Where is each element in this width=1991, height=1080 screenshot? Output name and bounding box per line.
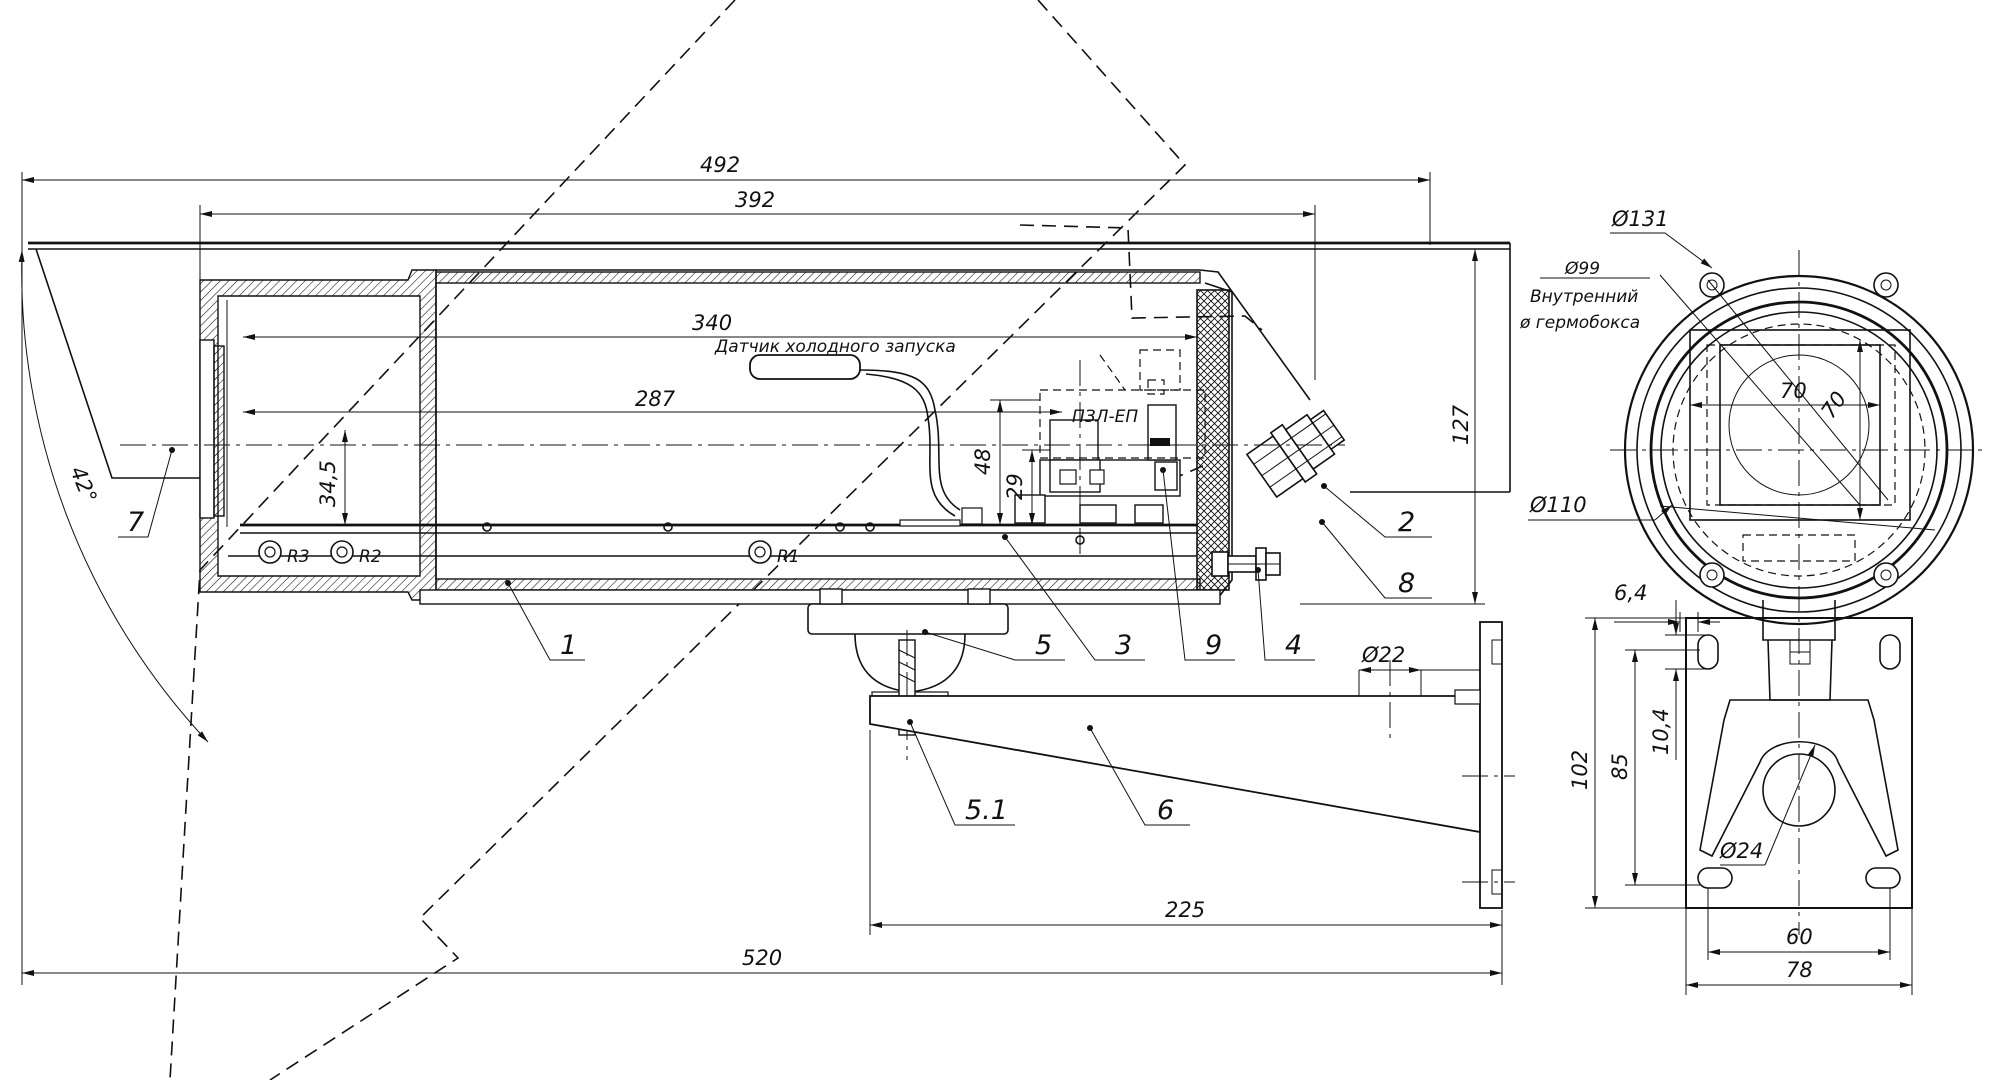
- dim-492: 492: [700, 153, 740, 177]
- tilt-angle-dimension: 42°: [18, 243, 209, 960]
- callouts: 7 1 5 3 9 4 2 8 5.1 6: [118, 447, 1432, 826]
- callout-5-1: 5.1: [965, 795, 1008, 826]
- cold-start-sensor-note: Датчик холодного запуска: [714, 337, 956, 357]
- dim-392: 392: [735, 188, 775, 212]
- pzl-module-note: ПЗЛ-ЕП: [1072, 407, 1138, 427]
- dim-d99: Ø99: [1564, 259, 1600, 279]
- cable-gland-bottom: [1211, 547, 1281, 581]
- center-lines: [120, 360, 1345, 560]
- callout-4: 4: [1285, 630, 1302, 661]
- dim-340: 340: [692, 311, 732, 335]
- dim-70-h: 70: [1780, 379, 1807, 403]
- resistor-r3: R3: [258, 540, 310, 567]
- dim-225: 225: [1165, 898, 1205, 922]
- front-view: Ø131 Ø99 Внутренний ø гермобокса Ø110 70…: [1519, 207, 1988, 935]
- angle-42-label: 42°: [65, 463, 101, 507]
- dim-78: 78: [1786, 958, 1813, 982]
- dim-85: 85: [1608, 753, 1632, 780]
- dim-48: 48: [971, 448, 995, 475]
- dim-d22: Ø22: [1361, 643, 1405, 667]
- callout-5: 5: [1035, 630, 1052, 661]
- callout-3: 3: [1115, 630, 1132, 661]
- dim-6-4: 6,4: [1614, 581, 1647, 605]
- dim-d110: Ø110: [1529, 493, 1587, 517]
- dim-29: 29: [1003, 473, 1027, 500]
- callout-2: 2: [1398, 507, 1415, 538]
- internal-electronics: R3 R2 R1: [258, 349, 1206, 567]
- dim-287: 287: [635, 387, 676, 411]
- front-screws: [1699, 272, 1899, 588]
- callout-8: 8: [1398, 568, 1415, 599]
- inner-note-2: ø гермобокса: [1519, 313, 1640, 333]
- front-dimensions: 6,4 10,4 85 102 60 78: [1568, 581, 1913, 995]
- cable-gland-rear: [1245, 409, 1346, 499]
- callout-9: 9: [1205, 630, 1222, 661]
- r1-label: R1: [777, 547, 800, 567]
- r2-label: R2: [359, 547, 382, 567]
- wall-bracket: [869, 621, 1515, 909]
- dim-34-5: 34,5: [316, 460, 340, 507]
- callout-6: 6: [1157, 795, 1174, 826]
- dim-60: 60: [1786, 925, 1813, 949]
- dim-127: 127: [1449, 404, 1473, 445]
- inner-note-1: Внутренний: [1530, 287, 1638, 307]
- dim-520: 520: [742, 946, 782, 970]
- side-dimensions: 492 392 340 287 34,5 48 29 127 Ø22: [21, 153, 1503, 985]
- resistor-r1: R1: [748, 540, 800, 567]
- camera-housing: [199, 269, 1311, 605]
- r3-label: R3: [287, 547, 310, 567]
- dim-d24: Ø24: [1719, 839, 1763, 863]
- resistor-r2: R2: [330, 540, 382, 567]
- dim-10-4: 10,4: [1649, 708, 1673, 755]
- sun-shield: [28, 241, 1511, 493]
- callout-7: 7: [127, 507, 144, 538]
- dim-d131: Ø131: [1611, 207, 1669, 231]
- dim-102: 102: [1568, 750, 1592, 790]
- callout-1: 1: [560, 630, 577, 661]
